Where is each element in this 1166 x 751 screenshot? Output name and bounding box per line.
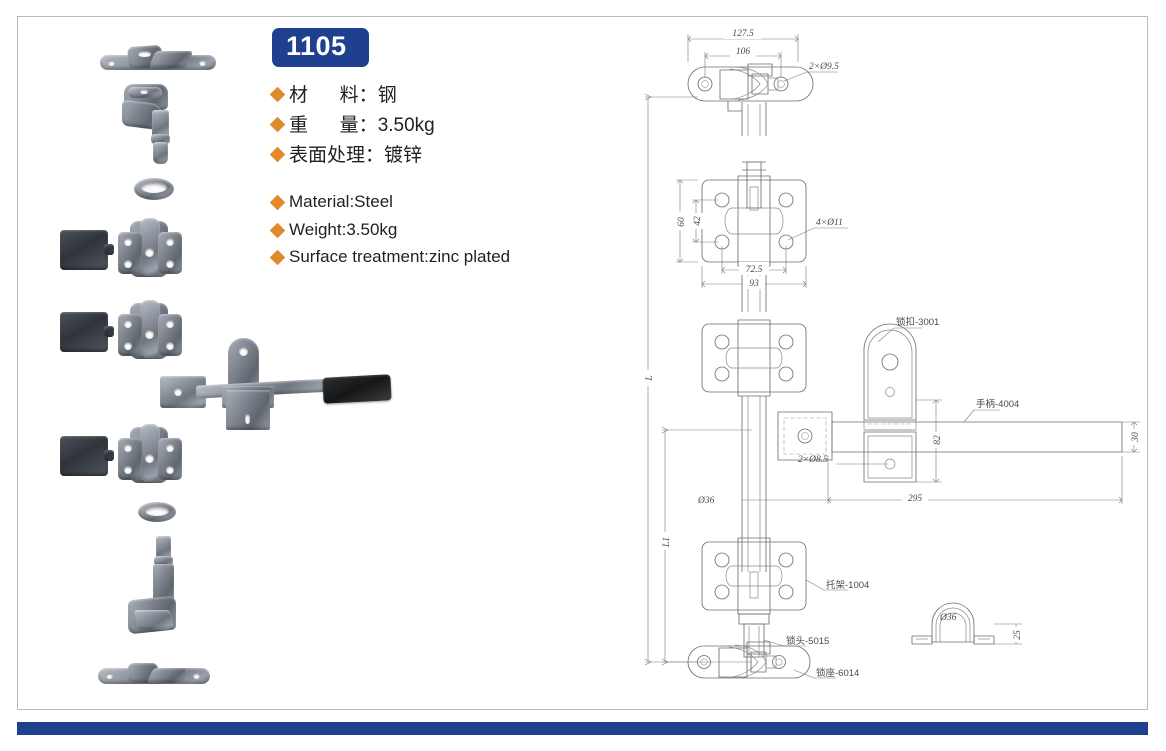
photo-handle-assembly — [160, 338, 405, 430]
spec-row-surface-en: Surface treatment:zinc plated — [269, 246, 602, 268]
info-panel: 1105 材 料： 钢 重 量： 3.50kg 表面处理： 镀锌 — [269, 28, 602, 274]
dim-30-text: 30 — [1131, 432, 1141, 443]
spec-row-material-cn: 材 料： 钢 — [269, 83, 602, 108]
callout-handle-text: 手柄-4004 — [976, 398, 1019, 410]
middle-bracket — [701, 319, 807, 572]
dim-clip-height-text: 25 — [1013, 630, 1023, 640]
photo-bracket-middle — [60, 300, 220, 368]
callout-lock-head-text: 锁头-5015 — [786, 635, 829, 647]
diamond-bullet-icon — [269, 147, 286, 163]
dim-60-text: 60 — [677, 217, 687, 227]
dimension-handle-plate-height: 82 — [916, 399, 944, 483]
footer-bar — [17, 722, 1148, 735]
callout-bracket: 托架-1004 — [805, 579, 869, 591]
spec-value-surface-cn: 镀锌 — [384, 145, 423, 167]
drawing-svg: L L1 — [640, 26, 1142, 679]
dim-42-text: 42 — [693, 216, 703, 226]
callout-bracket-text: 托架-1004 — [826, 579, 869, 591]
dim-2x85-text: 2×Ø8.5 — [798, 455, 828, 465]
upper-bracket — [701, 161, 807, 312]
spec-list-en: Material:Steel Weight:3.50kg Surface tre… — [269, 191, 602, 268]
callout-lock-cam: 锁扣-3001 — [877, 316, 939, 343]
spacer — [272, 173, 602, 187]
photo-bracket-upper — [60, 218, 220, 286]
callout-top-holes: 2×Ø9.5 — [783, 62, 839, 82]
callout-lock-head: 锁头-5015 — [763, 635, 829, 647]
dim-106-text: 106 — [736, 47, 751, 57]
dim-93-text: 93 — [749, 279, 759, 289]
callout-lock-cam-text: 锁扣-3001 — [896, 316, 939, 328]
spec-value-weight-cn: 3.50kg — [377, 115, 435, 137]
spec-row-weight-en: Weight:3.50kg — [269, 219, 602, 241]
spec-text-surface-en: Surface treatment:zinc plated — [289, 247, 511, 267]
spec-text-material-en: Material:Steel — [289, 192, 393, 212]
top-cam-assembly — [687, 63, 814, 136]
product-photo-column — [0, 0, 392, 692]
spec-value-material-cn: 钢 — [377, 85, 397, 107]
dimension-handle-bar-height: 30 — [1122, 421, 1142, 453]
dimension-overall-length: L — [640, 93, 698, 666]
technical-drawing: L L1 — [602, 12, 1147, 692]
callout-shaft-diameter: Ø36 — [697, 496, 832, 506]
spec-label-material-cn: 材 料： — [289, 85, 378, 107]
dim-L-text: L — [645, 375, 655, 381]
dim-2x95-text: 2×Ø9.5 — [809, 62, 839, 72]
dimension-bracket-heights: 60 42 — [672, 179, 718, 263]
sheet-border — [17, 16, 1148, 710]
bottom-cam-assembly — [687, 641, 811, 679]
callout-bracket-holes: 4×Ø11 — [787, 218, 848, 241]
photo-nylon-ring-lower — [138, 502, 176, 522]
diamond-bullet-icon — [269, 222, 286, 239]
dimension-handle-length: 295 — [827, 456, 1123, 504]
photo-bracket-lower — [60, 424, 220, 492]
photo-cam-shaft-lower — [122, 536, 202, 648]
handle-assembly-drawing — [777, 323, 1123, 483]
photo-cam-shaft-upper — [118, 84, 198, 170]
dimension-top-widths: 127.5 106 — [687, 26, 799, 78]
spec-label-surface-cn: 表面处理： — [289, 145, 385, 167]
dimension-bracket-widths: 72.5 93 — [701, 246, 807, 289]
dim-127p5-text: 127.5 — [732, 29, 754, 39]
dim-72p5-text: 72.5 — [746, 265, 763, 275]
dim-82-text: 82 — [933, 435, 943, 445]
diamond-bullet-icon — [269, 249, 286, 266]
diamond-bullet-icon — [269, 195, 286, 211]
callout-handle: 手柄-4004 — [963, 398, 1019, 423]
clip-detail: Ø36 25 — [911, 602, 1024, 645]
spec-row-weight-cn: 重 量： 3.50kg — [269, 113, 602, 138]
callout-handle-holes: 2×Ø8.5 — [798, 455, 888, 465]
spec-text-weight-en: Weight:3.50kg — [289, 219, 398, 239]
diamond-bullet-icon — [269, 116, 286, 133]
diamond-bullet-icon — [269, 86, 286, 103]
dim-clip-d36-text: Ø36 — [939, 613, 957, 623]
photo-nylon-ring-upper — [134, 178, 174, 200]
model-badge: 1105 — [272, 28, 369, 68]
photo-keeper-plate-bottom — [98, 662, 210, 688]
callout-lock-base-text: 锁座-6014 — [816, 667, 859, 679]
photo-keeper-plate-top — [100, 42, 216, 76]
dim-4x11-text: 4×Ø11 — [816, 218, 843, 228]
dim-L1-text: L1 — [662, 537, 672, 548]
callout-lock-base: 锁座-6014 — [793, 667, 859, 679]
spec-list-cn: 材 料： 钢 重 量： 3.50kg 表面处理： 镀锌 — [269, 83, 602, 168]
dim-295-text: 295 — [908, 494, 923, 504]
spec-label-weight-cn: 重 量： — [289, 115, 378, 137]
spec-row-surface-cn: 表面处理： 镀锌 — [269, 143, 602, 168]
lower-bracket — [701, 537, 807, 615]
spec-row-material-en: Material:Steel — [269, 191, 602, 213]
dim-d36-text: Ø36 — [697, 496, 715, 506]
